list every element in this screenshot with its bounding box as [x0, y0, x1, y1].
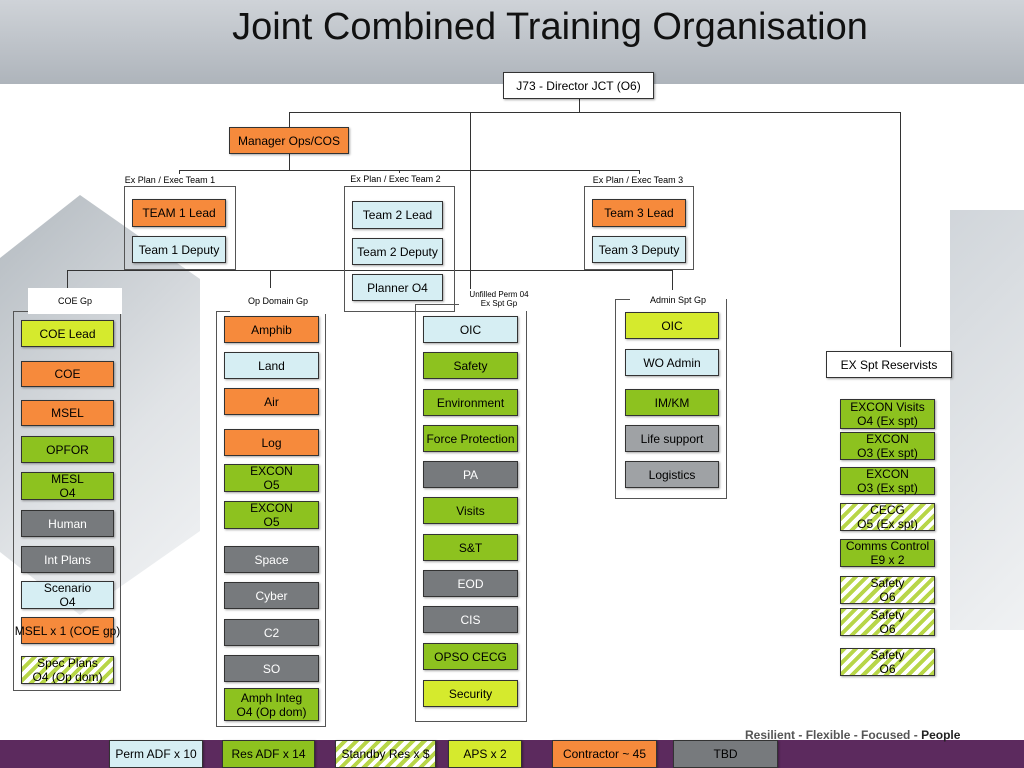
safety-o6-box: Safety O6 [840, 608, 935, 636]
connector [179, 170, 639, 171]
st-box: S&T [423, 534, 518, 561]
human-box: Human [21, 510, 114, 537]
air-box: Air [224, 388, 319, 415]
title-bar [0, 0, 1024, 84]
tagline-word: Resilient [745, 728, 796, 742]
legend-aps: APS x 2 [448, 740, 522, 768]
log-box: Log [224, 429, 319, 456]
cis-box: CIS [423, 606, 518, 633]
team3-label: Ex Plan / Exec Team 3 [579, 174, 697, 186]
tagline-word: Flexible [805, 728, 851, 742]
connector [67, 270, 68, 294]
team2-planner: Planner O4 [352, 274, 443, 301]
connector [470, 112, 471, 294]
connector [672, 270, 673, 292]
opdom-group-label: Op Domain Gp [230, 288, 326, 314]
legend-perm-adf: Perm ADF x 10 [109, 740, 203, 768]
safety-box: Safety [423, 352, 518, 379]
connector [289, 112, 901, 113]
legend-contractor: Contractor ~ 45 [552, 740, 657, 768]
tagline: Resilient - Flexible - Focused - People [745, 728, 960, 742]
visits-box: Visits [423, 497, 518, 524]
eod-box: EOD [423, 570, 518, 597]
excon-o5-box: EXCON O5 [224, 464, 319, 492]
coe-lead: COE Lead [21, 320, 114, 347]
logistics-box: Logistics [625, 461, 719, 488]
legend-standby-res: Standby Res x $ [335, 740, 436, 768]
tagline-sep: - [910, 728, 922, 742]
connector [579, 98, 580, 112]
opso-cecg-box: OPSO CECG [423, 643, 518, 670]
team2-lead: Team 2 Lead [352, 201, 443, 229]
team3-deputy: Team 3 Deputy [592, 236, 686, 263]
space-box: Space [224, 546, 319, 573]
exspt-label: Ex Spt Gp [480, 299, 518, 308]
security-box: Security [423, 680, 518, 707]
amph-integ-box: Amph Integ O4 (Op dom) [224, 688, 319, 721]
team3-group [584, 186, 694, 270]
pa-box: PA [423, 461, 518, 488]
tagline-sep: - [795, 728, 806, 742]
coe-box: COE [21, 361, 114, 387]
cecg-box: CECG O5 (Ex spt) [840, 503, 935, 531]
c2-box: C2 [224, 619, 319, 646]
coe-group-label: COE Gp [28, 288, 122, 314]
mesl-box: MESL O4 [21, 472, 114, 500]
team1-label: Ex Plan / Exec Team 1 [100, 174, 240, 186]
background-photo-collage-right [950, 210, 1024, 630]
msel-coe-label: MSEL x 1 (COE gp) [14, 623, 121, 638]
legend-res-adf: Res ADF x 14 [222, 740, 315, 768]
team2-deputy: Team 2 Deputy [352, 238, 443, 265]
so-box: SO [224, 655, 319, 682]
connector [289, 152, 290, 170]
connector [270, 270, 271, 294]
team1-lead: TEAM 1 Lead [132, 199, 226, 227]
team2-group [344, 186, 455, 312]
unfilled-label: Unfilled Perm 04 [469, 290, 529, 299]
int-plans-box: Int Plans [21, 546, 114, 573]
spec-plans-box: Spec Plans O4 (Op dom) [21, 656, 114, 684]
connector [289, 112, 290, 128]
cyber-box: Cyber [224, 582, 319, 609]
tagline-word: Focused [861, 728, 911, 742]
reservists-header: EX Spt Reservists [826, 351, 952, 378]
msel-coe-box: MSEL x 1 (COE gp) [15, 617, 120, 644]
tagline-word: People [921, 728, 961, 742]
excon-o5-box: EXCON O5 [224, 501, 319, 529]
connector [900, 112, 901, 347]
excon-o3-box: EXCON O3 (Ex spt) [840, 467, 935, 495]
admin-group-label: Admin Spt Gp [630, 290, 726, 310]
force-protection-box: Force Protection [423, 425, 518, 452]
safety-o6-box: Safety O6 [840, 576, 935, 604]
excon-o3-box: EXCON O3 (Ex spt) [840, 432, 935, 460]
scenario-box: Scenario O4 [21, 581, 114, 609]
environment-box: Environment [423, 389, 518, 416]
comms-control-box: Comms Control E9 x 2 [840, 539, 935, 567]
page-title: Joint Combined Training Organisation [232, 6, 868, 48]
tagline-sep: - [850, 728, 862, 742]
amphib-box: Amphib [224, 316, 319, 343]
safety-o6-box: Safety O6 [840, 648, 935, 676]
legend-tbd: TBD [673, 740, 778, 768]
msel-box: MSEL [21, 400, 114, 426]
team3-lead: Team 3 Lead [592, 199, 686, 227]
admin-oic-box: OIC [625, 312, 719, 339]
opfor-box: OPFOR [21, 436, 114, 463]
team1-group [124, 186, 236, 270]
excon-visits-box: EXCON Visits O4 (Ex spt) [840, 399, 935, 429]
manager-box: Manager Ops/COS [229, 127, 349, 154]
team2-label: Ex Plan / Exec Team 2 [327, 173, 464, 185]
director-box: J73 - Director JCT (O6) [503, 72, 654, 99]
imkm-box: IM/KM [625, 389, 719, 416]
wo-admin-box: WO Admin [625, 349, 719, 376]
connector [67, 270, 672, 271]
life-support-box: Life support [625, 425, 719, 452]
exspt-oic-box: OIC [423, 316, 518, 343]
land-box: Land [224, 352, 319, 379]
team1-deputy: Team 1 Deputy [132, 236, 226, 263]
